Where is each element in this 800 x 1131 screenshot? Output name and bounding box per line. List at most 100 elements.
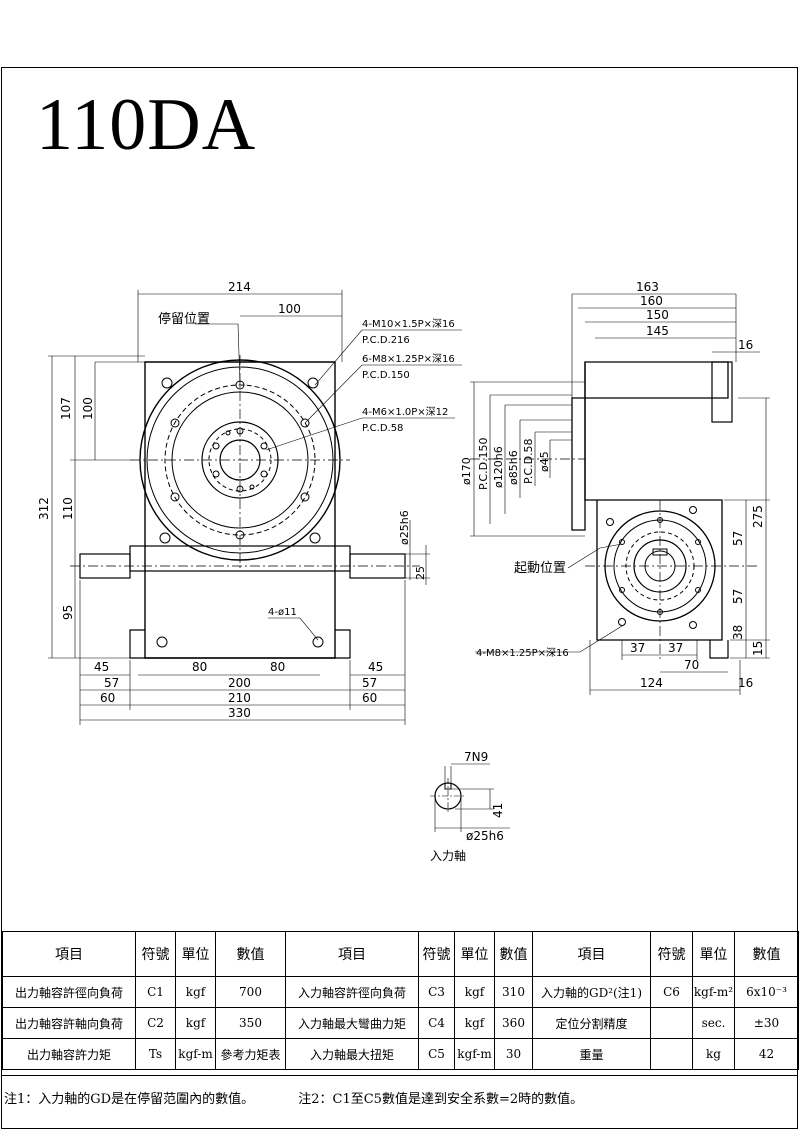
dim-pcd58: P.C.D.58 [522,438,535,484]
header-cell: 項目 [285,931,419,977]
drawing-frame [1,67,798,1129]
table-cell: C3 [418,976,455,1008]
dim-45-right: 45 [368,660,383,674]
table-cell: kgf-m [175,1038,216,1070]
dim-110: 110 [61,497,75,520]
dim-45-left: 45 [94,660,109,674]
dim-214: 214 [228,280,251,294]
model-title: 110DA [36,84,257,166]
start-position-label: 起動位置 [514,561,566,576]
dim-330: 330 [228,706,251,720]
key-width: 7N9 [464,750,488,764]
table-cell: Ts [135,1038,176,1070]
dim-80-b: 80 [270,660,285,674]
side-key-block [711,361,733,423]
header-cell: 數值 [215,931,286,977]
dim-100: 100 [278,302,301,316]
holes-2-label: 6-M8×1.25P×深16 [362,353,455,365]
dim-37-a: 37 [630,641,645,655]
dim-16-bottom: 16 [738,676,753,690]
table-cell [650,1038,693,1070]
holes-3-label: 4-M6×1.0P×深12 [362,406,448,418]
table-cell: 350 [215,1007,286,1039]
table-cell: kgf [454,1007,495,1039]
spec-row: 出力軸容許力矩 Ts kgf-m 參考力矩表 入力軸最大扭矩 C5 kgf-m … [2,1038,799,1070]
input-shaft-section: 7N9 41 ø25h6 入力軸 [430,750,510,863]
table-cell: 入力軸的GD²(注1) [532,976,651,1008]
table-cell: kg [692,1038,735,1070]
dim-80-a: 80 [192,660,207,674]
table-cell: ±30 [734,1007,799,1039]
technical-drawing: 214 100 停留位置 4-M10×1.5P×深16 P.C.D.216 6-… [37,280,770,863]
dim-d170: ø170 [460,457,473,485]
base-holes-label: 4-ø11 [268,607,297,618]
notes: 注1：入力軸的GD是在停留范圍內的數值。 注2：C1至C5數值是達到安全系數=2… [4,1088,623,1107]
header-cell: 單位 [175,931,216,977]
table-cell: 入力軸最大彎曲力矩 [285,1007,419,1039]
shaft-dia-25: ø25h6 [466,829,504,843]
header-cell: 項目 [2,931,136,977]
spec-row: 出力軸容許軸向負荷 C2 kgf 350 入力軸最大彎曲力矩 C4 kgf 36… [2,1007,799,1039]
dim-312: 312 [37,497,51,520]
spec-header-row: 項目 符號 單位 數值 項目 符號 單位 數值 項目 符號 單位 數值 [2,931,799,977]
side-view: 163 160 150 145 16 ø170 P.C.D.150 ø120h6… [460,280,770,695]
header-cell: 符號 [418,931,455,977]
table-cell: 出力軸容許軸向負荷 [2,1007,136,1039]
dim-275: 275 [751,505,765,528]
table-cell: 出力軸容許力矩 [2,1038,136,1070]
dim-70: 70 [684,658,699,672]
pcd-3-label: P.C.D.58 [362,423,403,434]
note-1: 注1：入力軸的GD是在停留范圍內的數值。 [4,1092,255,1107]
table-cell: kgf [454,976,495,1008]
dim-d120: ø120h6 [492,446,505,488]
dim-60-right: 60 [362,691,377,705]
table-cell: 360 [494,1007,533,1039]
table-cell: C5 [418,1038,455,1070]
table-cell: kgf-m [454,1038,495,1070]
dim-d45: ø45 [538,451,551,472]
table-cell: kgf-m² [692,976,735,1008]
table-cell: 參考力矩表 [215,1038,286,1070]
left-input-shaft [79,553,131,579]
pcd-1-label: P.C.D.216 [362,335,410,346]
table-cell: 出力軸容許徑向負荷 [2,976,136,1008]
table-cell: 700 [215,976,286,1008]
dim-d85: ø85h6 [507,450,520,485]
table-cell: kgf [175,976,216,1008]
dim-16-top: 16 [738,338,753,352]
dim-150: 150 [646,308,669,322]
dim-57-right: 57 [362,676,377,690]
dim-163: 163 [636,280,659,294]
table-cell: 42 [734,1038,799,1070]
dim-145: 145 [646,324,669,338]
holes-1-label: 4-M10×1.5P×深16 [362,318,455,330]
table-cell: C2 [135,1007,176,1039]
table-cell: 入力軸容許徑向負荷 [285,976,419,1008]
input-shaft-caption: 入力軸 [430,849,466,863]
dim-95: 95 [61,605,75,620]
shaft-h: 25 [414,566,427,580]
header-cell: 符號 [135,931,176,977]
notes-divider [1,1075,798,1076]
table-cell: 入力軸最大扭矩 [285,1038,419,1070]
table-cell: C4 [418,1007,455,1039]
dim-15: 15 [751,641,765,656]
table-cell: C6 [650,976,693,1008]
dim-60-left: 60 [100,691,115,705]
stop-position-label: 停留位置 [158,311,210,327]
table-cell: sec. [692,1007,735,1039]
header-cell: 單位 [454,931,495,977]
table-cell: 310 [494,976,533,1008]
flange-holes [156,377,324,648]
table-cell [650,1007,693,1039]
spec-row: 出力軸容許徑向負荷 C1 kgf 700 入力軸容許徑向負荷 C3 kgf 31… [2,976,799,1008]
dim-200: 200 [228,676,251,690]
pcd-2-label: P.C.D.150 [362,370,410,381]
header-cell: 符號 [650,931,693,977]
dim-100-v: 100 [81,397,95,420]
spec-table: 項目 符號 單位 數值 項目 符號 單位 數值 項目 符號 單位 數值 出力軸容… [2,931,799,1070]
shaft-dia: ø25h6 [398,510,411,545]
dim-124: 124 [640,676,663,690]
dim-210: 210 [228,691,251,705]
shaft-41: 41 [491,803,505,818]
